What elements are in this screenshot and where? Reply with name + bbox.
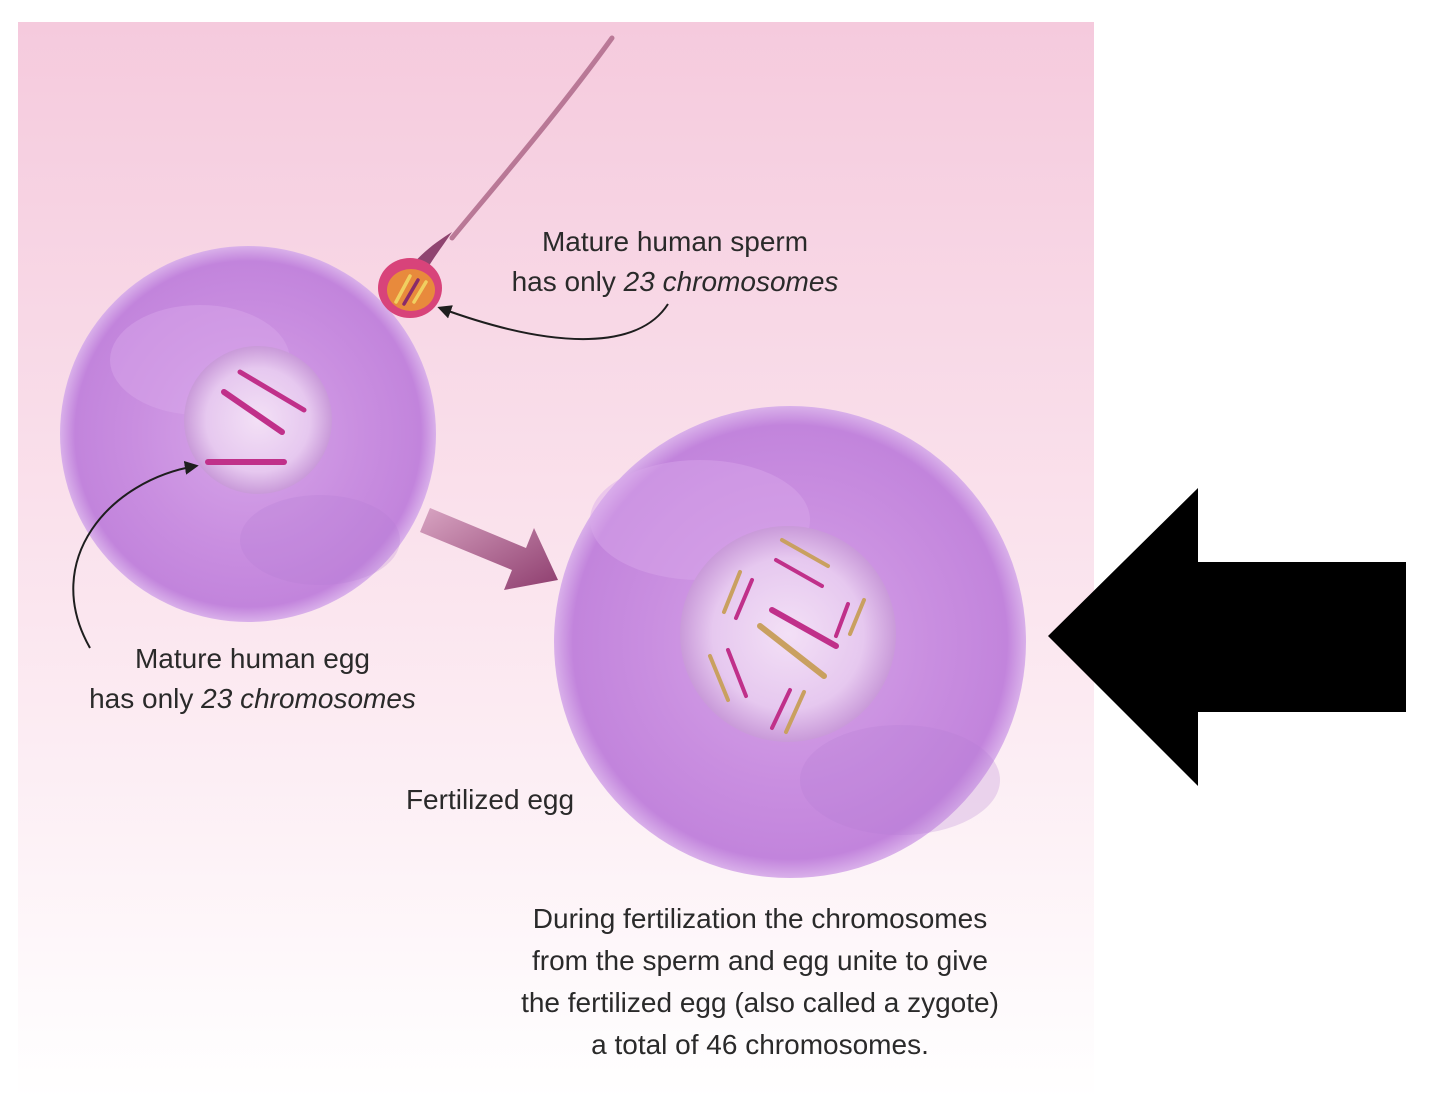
caption-line2: from the sperm and egg unite to give	[531, 945, 989, 976]
egg-label-emphasis: 23 chromosomes	[201, 683, 416, 714]
egg-label-line2: has only 23 chromosomes	[20, 679, 485, 719]
zygote-chromosome	[784, 690, 806, 734]
zygote-chromosome	[774, 558, 824, 588]
process-arrow	[420, 508, 558, 590]
sperm-label-prefix: has only	[511, 266, 624, 297]
sperm-label-pointer	[437, 303, 669, 341]
pointer-arrow-icon	[1048, 488, 1406, 786]
egg-label-pointer	[72, 460, 199, 649]
zygote-chromosome	[757, 623, 827, 679]
zygote-chromosome	[780, 538, 830, 568]
egg-cell-texture	[240, 495, 400, 585]
zygote-chromosome	[708, 654, 730, 702]
egg-chromosome	[237, 369, 307, 413]
egg-chromosome	[221, 389, 285, 435]
caption: During fertilization the chromosomes fro…	[440, 898, 1080, 1066]
egg-nucleus	[184, 346, 332, 494]
fertilized-nucleus	[680, 526, 896, 742]
fertilized-cell-texture	[800, 725, 1000, 835]
sperm-chromosome	[402, 278, 420, 306]
sperm-chromosome	[412, 280, 428, 304]
egg-label-line1: Mature human egg	[134, 643, 371, 674]
fertilized-egg-label: Fertilized egg	[405, 784, 575, 815]
caption-line3: the fertilized egg (also called a zygote…	[521, 987, 999, 1018]
zygote-chromosome	[734, 578, 754, 620]
zygote-chromosome	[769, 607, 839, 649]
sperm-chromosome	[394, 274, 412, 304]
sperm-tail	[449, 35, 615, 241]
zygote-chromosome	[726, 648, 748, 698]
zygote-chromosome	[834, 602, 850, 638]
sperm-label-line2: has only 23 chromosomes	[440, 262, 910, 302]
zygote-chromosome	[722, 570, 742, 614]
zygote-chromosome	[848, 598, 866, 636]
caption-line4: a total of 46 chromosomes.	[591, 1029, 929, 1060]
egg-label-prefix: has only	[89, 683, 202, 714]
egg-label: Mature human egg has only 23 chromosomes	[20, 639, 485, 719]
zygote-chromosome	[770, 688, 792, 730]
caption-line1: During fertilization the chromosomes	[532, 903, 988, 934]
sperm-label-emphasis: 23 chromosomes	[623, 266, 839, 297]
sperm-label: Mature human sperm has only 23 chromosom…	[440, 222, 910, 302]
sperm-label-line1: Mature human sperm	[541, 226, 809, 257]
